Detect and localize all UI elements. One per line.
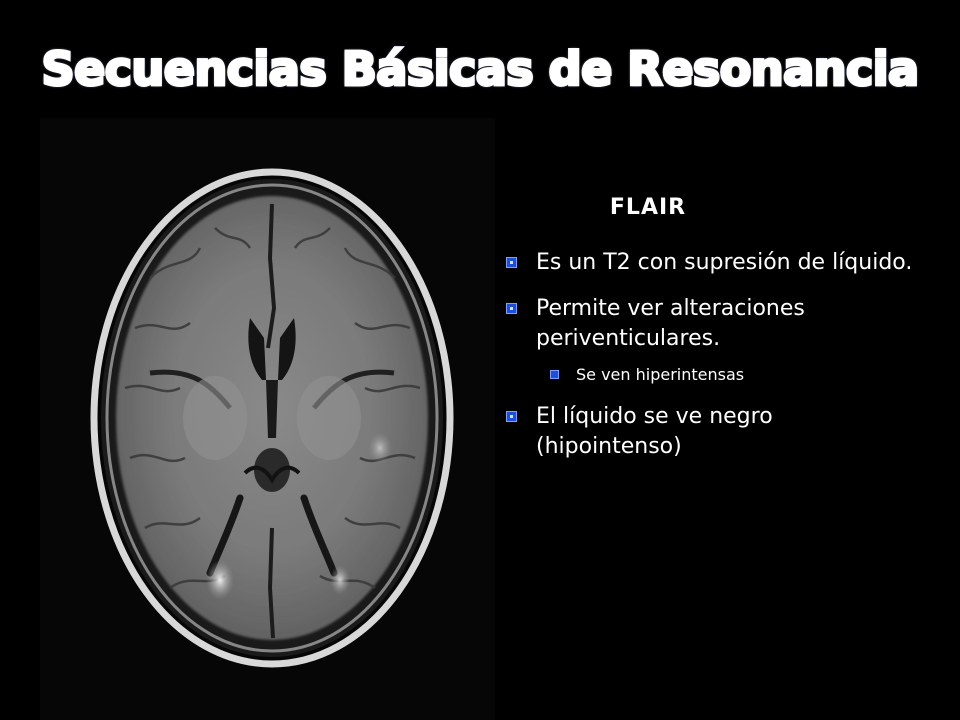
square-bullet-icon (506, 257, 517, 268)
mri-image (40, 118, 495, 720)
sub-bullet-text: Se ven hiperintensas (576, 365, 745, 384)
sub-bullet-list: Se ven hiperintensas (536, 364, 920, 386)
content-panel: FLAIR Es un T2 con supresión de líquido.… (500, 195, 920, 478)
square-bullet-icon (506, 411, 517, 422)
brain-mri-illustration (40, 118, 495, 720)
square-bullet-icon (550, 370, 559, 379)
bullet-text: El líquido se ve negro (hipointenso) (536, 404, 773, 459)
bullet-item: El líquido se ve negro (hipointenso) (500, 402, 920, 462)
bullet-text: Permite ver alteraciones periventiculare… (536, 296, 805, 351)
section-heading: FLAIR (609, 195, 687, 220)
bullet-list: Es un T2 con supresión de líquido. Permi… (500, 248, 920, 462)
bullet-item: Es un T2 con supresión de líquido. (500, 248, 920, 278)
square-bullet-icon (506, 303, 517, 314)
bullet-item: Permite ver alteraciones periventiculare… (500, 294, 920, 386)
slide-title: Secuencias Básicas de Resonancia (0, 41, 960, 98)
slide-title-text: Secuencias Básicas de Resonancia (40, 41, 921, 98)
sub-bullet-item: Se ven hiperintensas (536, 364, 920, 386)
bullet-text: Es un T2 con supresión de líquido. (536, 250, 913, 275)
